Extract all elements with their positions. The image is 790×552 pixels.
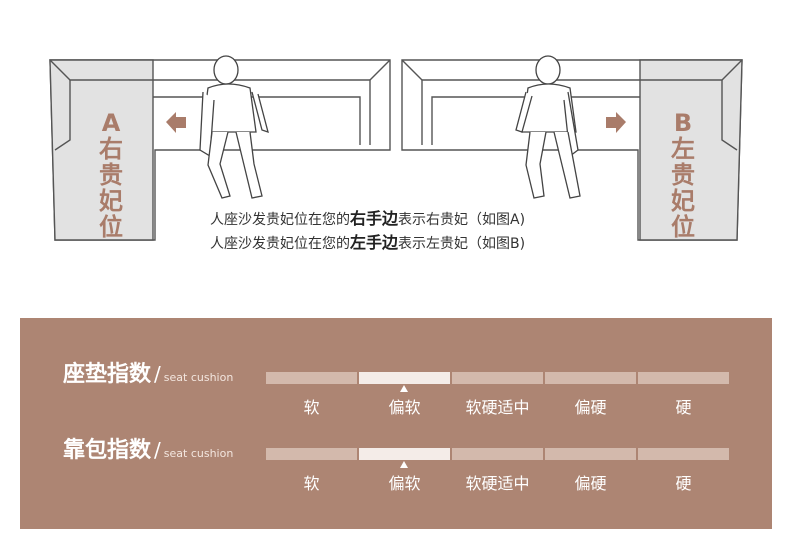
sofa-diagram [49, 55, 743, 241]
arrow-left-icon [166, 112, 186, 133]
scale-segment [452, 448, 543, 460]
scale-segment [266, 372, 357, 384]
chaise-label-a: A 右 贵 妃 位 [99, 109, 123, 241]
person-a-icon [199, 55, 269, 199]
level-label: 硬 [675, 398, 692, 417]
seat-cushion-index-row: 座垫指数/seat cushion 软 偏软 软硬适中 偏硬 硬 [20, 356, 772, 426]
level-label: 偏硬 [574, 474, 607, 493]
level-label: 偏软 [388, 398, 421, 417]
scale-segment-selected [359, 448, 450, 460]
chaise-label-b: B 左 贵 妃 位 [671, 109, 695, 241]
scale-segment [266, 448, 357, 460]
scale-segment [545, 448, 636, 460]
firmness-scale [266, 448, 730, 460]
scale-segment-selected [359, 372, 450, 384]
level-label: 硬 [675, 474, 692, 493]
level-label: 偏软 [388, 474, 421, 493]
selected-level-marker-icon [400, 461, 408, 468]
caption-right-chaise: 人座沙发贵妃位在您的右手边表示右贵妃（如图A) [210, 209, 526, 228]
scale-segment [638, 372, 729, 384]
level-label: 软硬适中 [465, 474, 530, 493]
scale-segment [545, 372, 636, 384]
scale-segment [638, 448, 729, 460]
level-label: 偏硬 [574, 398, 607, 417]
caption-left-chaise: 人座沙发贵妃位在您的左手边表示左贵妃（如图B) [210, 233, 526, 252]
person-b-icon [515, 55, 581, 199]
level-label: 软硬适中 [465, 398, 530, 417]
arrow-right-icon [606, 112, 626, 133]
level-label: 软 [303, 398, 320, 417]
back-cushion-index-row: 靠包指数/seat cushion 软 偏软 软硬适中 偏硬 硬 [20, 432, 772, 502]
selected-level-marker-icon [400, 385, 408, 392]
firmness-panel: 座垫指数/seat cushion 软 偏软 软硬适中 偏硬 硬 靠包指数/se… [20, 318, 772, 529]
scale-segment [452, 372, 543, 384]
row-title: 座垫指数/seat cushion [63, 362, 234, 387]
row-title: 靠包指数/seat cushion [63, 438, 234, 463]
firmness-scale [266, 372, 730, 384]
level-label: 软 [303, 474, 320, 493]
